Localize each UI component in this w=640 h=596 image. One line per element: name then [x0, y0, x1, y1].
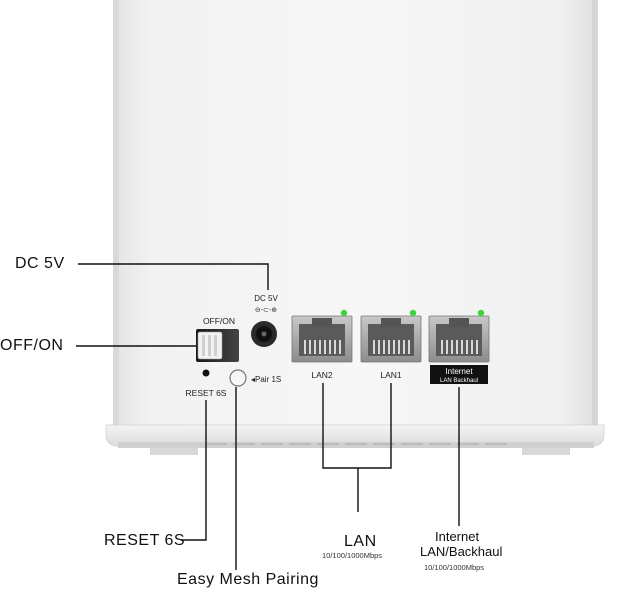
lan-leader: [322, 383, 392, 469]
dc-port-label: DC 5V: [254, 294, 278, 303]
callout-lan-title: LAN: [344, 533, 377, 550]
leader-lines: [76, 263, 460, 570]
vent-slots: [205, 443, 507, 445]
pair-button: ◂Pair 1S: [229, 369, 281, 387]
callout-reset: RESET 6S: [104, 532, 186, 549]
pair-label: ◂Pair 1S: [251, 375, 281, 384]
router-body: [105, 0, 605, 455]
port-lan1: LAN1: [360, 309, 422, 380]
lan1-label: LAN1: [380, 370, 402, 380]
internet-port-sublabel: LAN Backhaul: [440, 378, 478, 384]
internet-port-tag: [430, 365, 488, 384]
dc-polarity-symbol: ⊖-⊂-⊕: [255, 307, 277, 314]
callout-dc: DC 5V: [15, 255, 65, 272]
port-internet: Internet LAN Backhaul: [428, 309, 490, 384]
internet-port-label: Internet: [445, 367, 473, 376]
callout-pair: Easy Mesh Pairing: [177, 571, 319, 588]
reset-leader: [181, 400, 207, 541]
dc-leader: [78, 263, 269, 290]
dc-power-jack: DC 5V ⊖-⊂-⊕: [251, 294, 278, 347]
lan1-led: [409, 309, 417, 317]
callout-switch: OFF/ON: [0, 337, 64, 354]
lan2-led: [340, 309, 348, 317]
reset-label: RESET 6S: [186, 388, 227, 398]
internet-led: [477, 309, 485, 317]
callout-internet-line2: LAN/Backhaul: [420, 544, 503, 559]
lan2-label: LAN2: [311, 370, 333, 380]
port-lan2: LAN2: [291, 309, 353, 380]
power-switch: OFF/ON: [196, 316, 239, 362]
callout-internet-speed: 10/100/1000Mbps: [424, 563, 485, 572]
callout-internet-line1: Internet: [435, 529, 480, 544]
reset-button: RESET 6S: [186, 369, 227, 398]
callout-lan-speed: 10/100/1000Mbps: [322, 551, 383, 560]
switch-label: OFF/ON: [203, 316, 235, 326]
